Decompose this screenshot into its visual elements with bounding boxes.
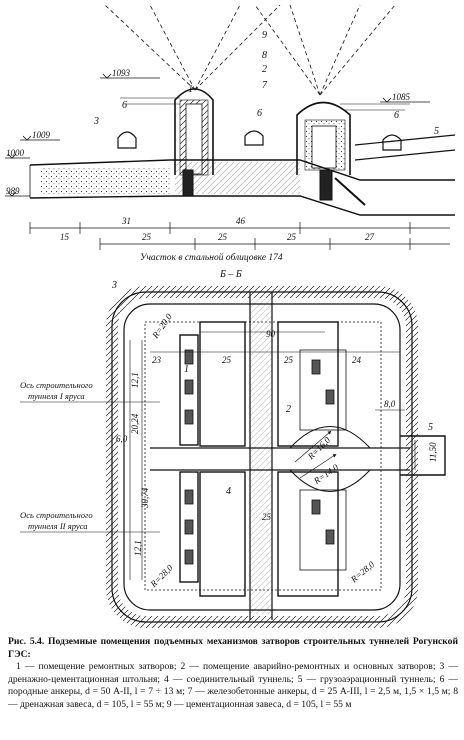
dim-46: 46 <box>236 216 246 226</box>
span-label: Участок в стальной облицовке 174 <box>140 252 283 263</box>
plan-dim-20-24: 20,24 <box>130 413 140 434</box>
axis-2-line1: Ось строительного <box>20 510 93 520</box>
axis-1-line2: туннеля I яруса <box>28 391 85 401</box>
plan-dim-12-1-bottom: 12,1 <box>133 540 143 556</box>
callout-3: 3 <box>93 116 99 127</box>
callout-6-right: 6 <box>394 110 399 121</box>
plan-dim-24: 24 <box>352 355 362 365</box>
callout-6-mid: 6 <box>257 108 262 119</box>
dim-15: 15 <box>60 232 70 242</box>
plan-callout-5: 5 <box>428 422 433 433</box>
plan-dim-11-50: 11,50 <box>428 442 438 462</box>
longitudinal-section <box>5 4 456 250</box>
radius-28-left: R=28,0 <box>148 562 175 589</box>
dimension-lines <box>29 222 450 250</box>
plan-dim-25-c: 25 <box>262 512 272 522</box>
plan-labels: 1 2 3 4 5 90 23 25 25 24 12,1 20,24 6,0 … <box>20 280 438 590</box>
plan-view <box>20 286 446 628</box>
caption-legend: 1 — помещение ремонтных затворов; 2 — по… <box>8 661 458 710</box>
plan-dim-23: 23 <box>152 355 162 365</box>
dim-31: 31 <box>121 216 131 226</box>
plan-callout-4: 4 <box>226 486 231 497</box>
plan-callout-2: 2 <box>286 404 291 415</box>
dim-25-b: 25 <box>218 232 228 242</box>
elevation-1000: 1000 <box>6 148 25 158</box>
elevation-1009: 1009 <box>32 130 51 140</box>
grout-curtain-lines <box>104 4 396 96</box>
dim-25-a: 25 <box>142 232 152 242</box>
figure-caption: Рис. 5.4. Подземные помещения подъемных … <box>8 636 458 712</box>
callout-5: 5 <box>434 126 439 137</box>
plan-dim-30-74: 30,74 <box>140 487 150 509</box>
radius-28-right: R=28,0 <box>348 559 377 585</box>
radius-20: R=20,0 <box>150 311 175 340</box>
section-top-labels: 1093 1085 1009 1000 989 9 8 2 7 6 6 6 3 … <box>6 30 439 280</box>
elevation-989: 989 <box>6 186 20 196</box>
plan-dim-25-a: 25 <box>222 355 232 365</box>
dim-27: 27 <box>365 232 375 242</box>
plan-dim-8-0: 8,0 <box>384 399 396 409</box>
radius-14: R=14,0 <box>311 462 340 487</box>
callout-8: 8 <box>262 50 267 61</box>
axis-2-line2: туннеля II яруса <box>28 521 88 531</box>
elevation-markers <box>5 73 430 197</box>
callout-1: 1 <box>188 84 193 95</box>
caption-title: Рис. 5.4. Подземные помещения подъемных … <box>8 636 458 660</box>
callout-6-left: 6 <box>122 100 127 111</box>
plan-dim-90: 90 <box>266 329 276 339</box>
elevation-1093: 1093 <box>112 68 131 78</box>
section-cut-label: Б – Б <box>219 269 242 280</box>
technical-drawing: 1093 1085 1009 1000 989 9 8 2 7 6 6 6 3 … <box>5 4 456 628</box>
callout-9: 9 <box>262 30 267 41</box>
callout-2: 2 <box>262 64 267 75</box>
callout-7: 7 <box>262 80 268 91</box>
plan-callout-3: 3 <box>111 280 117 291</box>
axis-1-line1: Ось строительного <box>20 380 93 390</box>
plan-dim-12-1-top: 12,1 <box>130 372 140 388</box>
plan-dim-25-b: 25 <box>284 355 294 365</box>
dim-25-c: 25 <box>287 232 297 242</box>
plan-dim-6-0: 6,0 <box>116 434 128 444</box>
plan-callout-1: 1 <box>184 364 189 375</box>
elevation-1085: 1085 <box>392 92 411 102</box>
